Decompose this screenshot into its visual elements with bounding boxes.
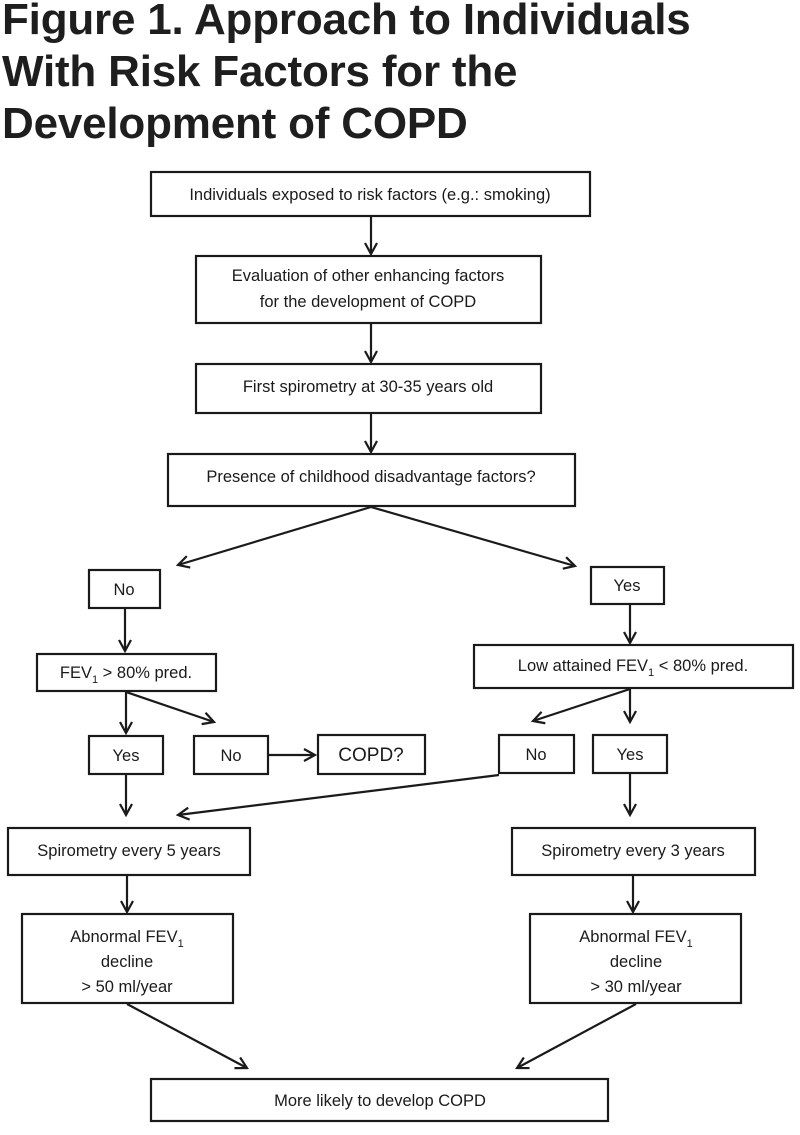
node-abnormal-left-line-3: > 50 ml/year xyxy=(81,978,173,996)
node-right-yes-2-label: Yes xyxy=(617,746,644,764)
arrow-low-fev1-to-no xyxy=(533,687,631,721)
arrow-fev1-to-no xyxy=(125,690,214,722)
node-abnormal-left-line-2: decline xyxy=(101,953,153,971)
node-abnormal-right-line-1: Abnormal FEV1 xyxy=(579,928,692,950)
figure-title-line-3: Development of COPD xyxy=(2,99,468,148)
arrow-right-no-to-spiro5 xyxy=(178,773,500,815)
node-abnormal-left-line-1: Abnormal FEV1 xyxy=(70,928,183,950)
node-spirometry-3-years: Spirometry every 3 years xyxy=(510,826,757,877)
node-first-spirometry-label: First spirometry at 30-35 years old xyxy=(243,378,493,396)
node-left-no: No xyxy=(87,568,162,610)
figure-title-line-1: Figure 1. Approach to Individuals xyxy=(2,0,691,44)
node-exposed-to-risk-factors: Individuals exposed to risk factors (e.g… xyxy=(149,170,592,218)
node-right-yes: Yes xyxy=(589,565,666,606)
arrow-childhood-to-yes xyxy=(370,505,575,566)
node-left-no-2: No xyxy=(192,734,270,776)
node-fev1-above-80: FEV1 > 80% pred. xyxy=(35,652,218,693)
node-abnormal-right-line-3: > 30 ml/year xyxy=(590,978,682,996)
node-left-yes-2-label: Yes xyxy=(113,747,140,765)
node-enhancing-label-2: for the development of COPD xyxy=(260,293,477,311)
node-right-no-2-label: No xyxy=(525,746,546,764)
node-low-fev1-label: Low attained FEV1 < 80% pred. xyxy=(518,657,748,679)
node-right-no-2: No xyxy=(497,733,576,775)
node-more-likely-copd: More likely to develop COPD xyxy=(149,1077,610,1123)
arrow-childhood-to-no xyxy=(178,505,372,565)
node-final-label: More likely to develop COPD xyxy=(274,1092,486,1110)
figure-title: Figure 1. Approach to Individuals With R… xyxy=(2,0,792,150)
figure-title-line-2: With Risk Factors for the xyxy=(2,47,518,96)
arrow-abnormal-left-to-final xyxy=(126,1003,247,1068)
node-copd-question-label: COPD? xyxy=(338,745,403,766)
node-spirometry-5-label: Spirometry every 5 years xyxy=(37,842,220,860)
node-enhancing-label-1: Evaluation of other enhancing factors xyxy=(232,267,504,285)
node-enhancing-factors: Evaluation of other enhancing factors fo… xyxy=(194,254,543,325)
node-right-yes-2: Yes xyxy=(591,733,669,775)
node-exposed-label: Individuals exposed to risk factors (e.g… xyxy=(189,186,550,204)
node-abnormal-right-line-2: decline xyxy=(610,953,662,971)
node-left-no-2-label: No xyxy=(220,747,241,765)
node-fev1-above-80-label: FEV1 > 80% pred. xyxy=(60,664,192,686)
node-abnormal-decline-50: Abnormal FEV1 decline > 50 ml/year xyxy=(20,912,235,1005)
node-copd-question: COPD? xyxy=(316,733,427,776)
node-childhood-factors: Presence of childhood disadvantage facto… xyxy=(166,452,577,508)
node-left-yes-2: Yes xyxy=(87,734,165,776)
node-left-no-label: No xyxy=(113,581,134,599)
node-low-fev1-below-80: Low attained FEV1 < 80% pred. xyxy=(472,643,795,690)
arrow-abnormal-right-to-final xyxy=(517,1003,637,1068)
node-spirometry-5-years: Spirometry every 5 years xyxy=(6,826,252,877)
node-abnormal-decline-30: Abnormal FEV1 decline > 30 ml/year xyxy=(528,912,743,1005)
node-right-yes-label: Yes xyxy=(614,577,641,595)
node-first-spirometry: First spirometry at 30-35 years old xyxy=(194,362,543,415)
node-childhood-label: Presence of childhood disadvantage facto… xyxy=(206,468,535,486)
node-spirometry-3-label: Spirometry every 3 years xyxy=(541,842,724,860)
